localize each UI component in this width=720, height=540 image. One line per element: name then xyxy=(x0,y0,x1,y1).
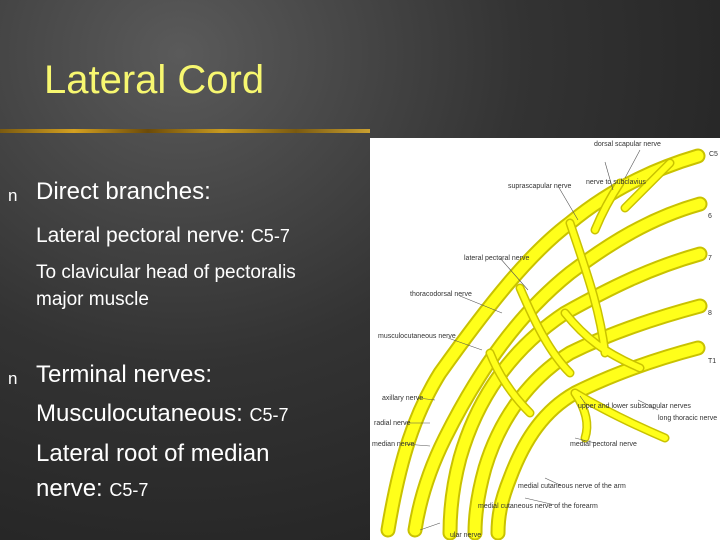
bullet-icon: n xyxy=(8,369,18,388)
musculocutaneous-label: Musculocutaneous: xyxy=(36,400,243,427)
nerve-branches xyxy=(487,160,673,441)
lateral-pectoral-label: Lateral pectoral nerve: xyxy=(36,224,245,247)
terminal-nerves-heading: Terminal nerves: xyxy=(36,361,213,388)
label-suprascapular: suprascapular nerve xyxy=(508,183,572,190)
median-root-code: C5-7 xyxy=(109,480,149,500)
label-med-cut-arm: medial cutaneous nerve of the arm xyxy=(518,483,626,490)
brachial-plexus-illustration: dorsal scapular nerve C5 suprascapular n… xyxy=(372,141,718,540)
median-root-label: nerve: xyxy=(36,475,103,502)
label-8: 8 xyxy=(708,310,712,317)
label-leader-lines xyxy=(404,149,659,531)
label-ulnar: ular nerve xyxy=(450,532,481,539)
label-subscapular-text: upper and lower subscapular nerves xyxy=(578,403,691,410)
label-subscapular: upper and lower subscapular nerves xyxy=(578,403,691,410)
label-medial-pectoral: medial pectoral nerve xyxy=(570,441,637,448)
label-t1: T1 xyxy=(708,358,716,365)
label-radial: radial nerve xyxy=(374,420,411,427)
label-subclavius: nerve to subclavius xyxy=(586,179,646,186)
musculocutaneous-code: C5-7 xyxy=(249,405,289,425)
label-6: 6 xyxy=(708,213,712,220)
target-line-1: To clavicular head of pectoralis xyxy=(36,262,296,283)
median-root-line-2: nerve: C5-7 xyxy=(36,475,148,503)
bullet-icon: n xyxy=(8,186,18,205)
brachial-plexus-diagram: dorsal scapular nerve C5 suprascapular n… xyxy=(370,138,720,540)
target-line-2: major muscle xyxy=(36,289,149,310)
musculocutaneous-line: Musculocutaneous: C5-7 xyxy=(36,400,288,428)
label-thoracodorsal: thoracodorsal nerve xyxy=(410,291,472,298)
title-divider xyxy=(0,129,370,133)
label-axillary: axillary nerve xyxy=(382,395,423,402)
median-root-line-1: Lateral root of median xyxy=(36,440,270,467)
lateral-pectoral-line: Lateral pectoral nerve: C5-7 xyxy=(36,224,290,248)
label-musculocutaneous: musculocutaneous nerve xyxy=(378,333,456,340)
lateral-pectoral-code: C5-7 xyxy=(250,226,290,246)
label-7: 7 xyxy=(708,255,712,262)
label-c5: C5 xyxy=(709,151,718,158)
label-long-thoracic: long thoracic nerve xyxy=(658,415,717,422)
diagram-labels: dorsal scapular nerve C5 suprascapular n… xyxy=(372,141,718,539)
label-median: median nerve xyxy=(372,441,415,448)
label-dorsal-scapular: dorsal scapular nerve xyxy=(594,141,661,148)
label-med-cut-forearm: medial cutaneous nerve of the forearm xyxy=(478,503,598,510)
direct-branches-heading: Direct branches: xyxy=(36,178,211,205)
label-lateral-pectoral: lateral pectoral nerve xyxy=(464,255,529,262)
slide-title: Lateral Cord xyxy=(44,58,265,102)
